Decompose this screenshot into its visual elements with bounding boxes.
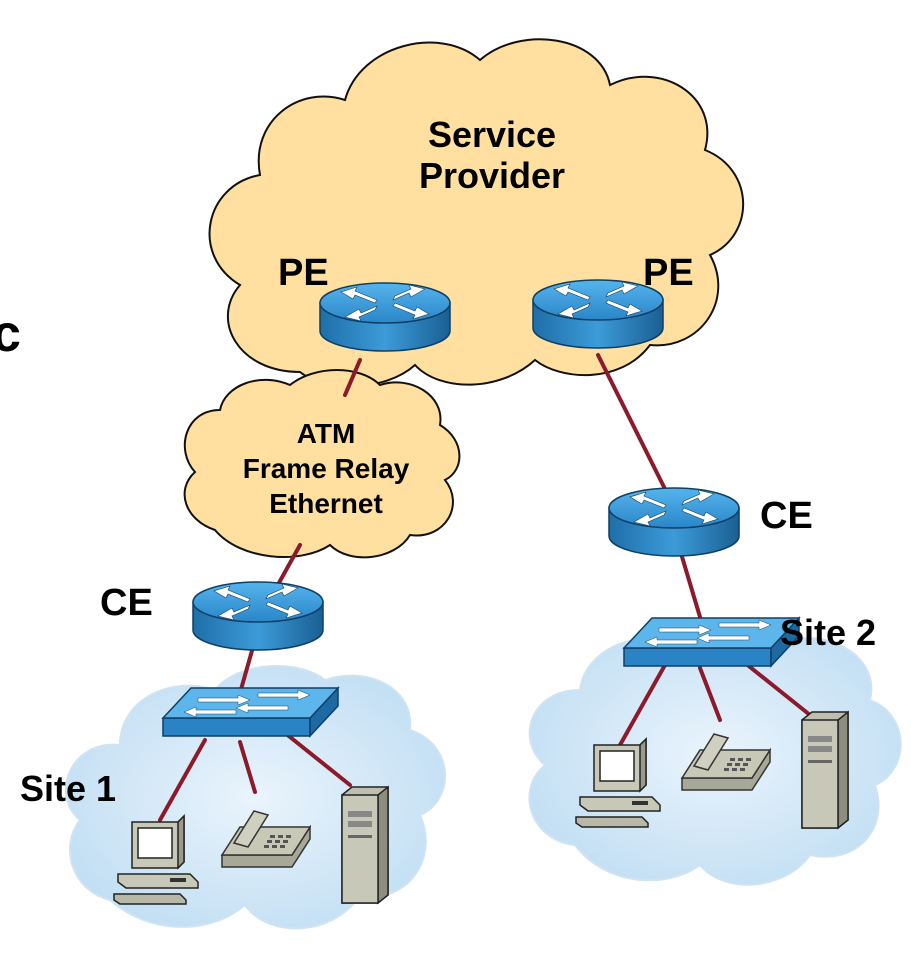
site2-switch-icon <box>623 617 800 667</box>
access-label-line2: Frame Relay <box>242 453 410 484</box>
link-switch2-pc <box>618 663 667 747</box>
site1-switch-icon <box>162 687 339 737</box>
ce-right-label: CE <box>760 495 813 537</box>
provider-label: Service Provider <box>419 114 565 197</box>
link-ce-right-switch2 <box>678 548 702 619</box>
site1-server-icon <box>341 786 389 904</box>
access-label-line1: ATM <box>296 418 356 449</box>
pe-left-router-icon <box>319 282 451 352</box>
edge-glyph: c <box>0 305 21 363</box>
link-pe-right-ce-right <box>596 353 670 497</box>
access-cloud <box>183 369 461 559</box>
access-label: ATM Frame Relay Ethernet <box>243 416 410 521</box>
link-switch1-phone <box>238 740 257 794</box>
ce-left-router-icon <box>192 581 324 651</box>
pe-left-label: PE <box>278 252 329 294</box>
provider-label-line1: Service <box>427 114 557 155</box>
provider-cloud <box>208 38 745 388</box>
site2-server-icon <box>801 711 849 829</box>
ce-right-router-icon <box>608 487 740 557</box>
link-pe-left-access <box>343 358 362 397</box>
access-label-line3: Ethernet <box>269 488 383 519</box>
site2-label: Site 2 <box>780 612 877 653</box>
site1-label: Site 1 <box>20 768 117 809</box>
ce-left-label: CE <box>100 582 153 624</box>
pe-right-label: PE <box>643 252 694 294</box>
provider-label-line2: Provider <box>418 155 566 197</box>
link-switch1-pc <box>158 738 207 822</box>
link-switch2-phone <box>698 666 722 722</box>
